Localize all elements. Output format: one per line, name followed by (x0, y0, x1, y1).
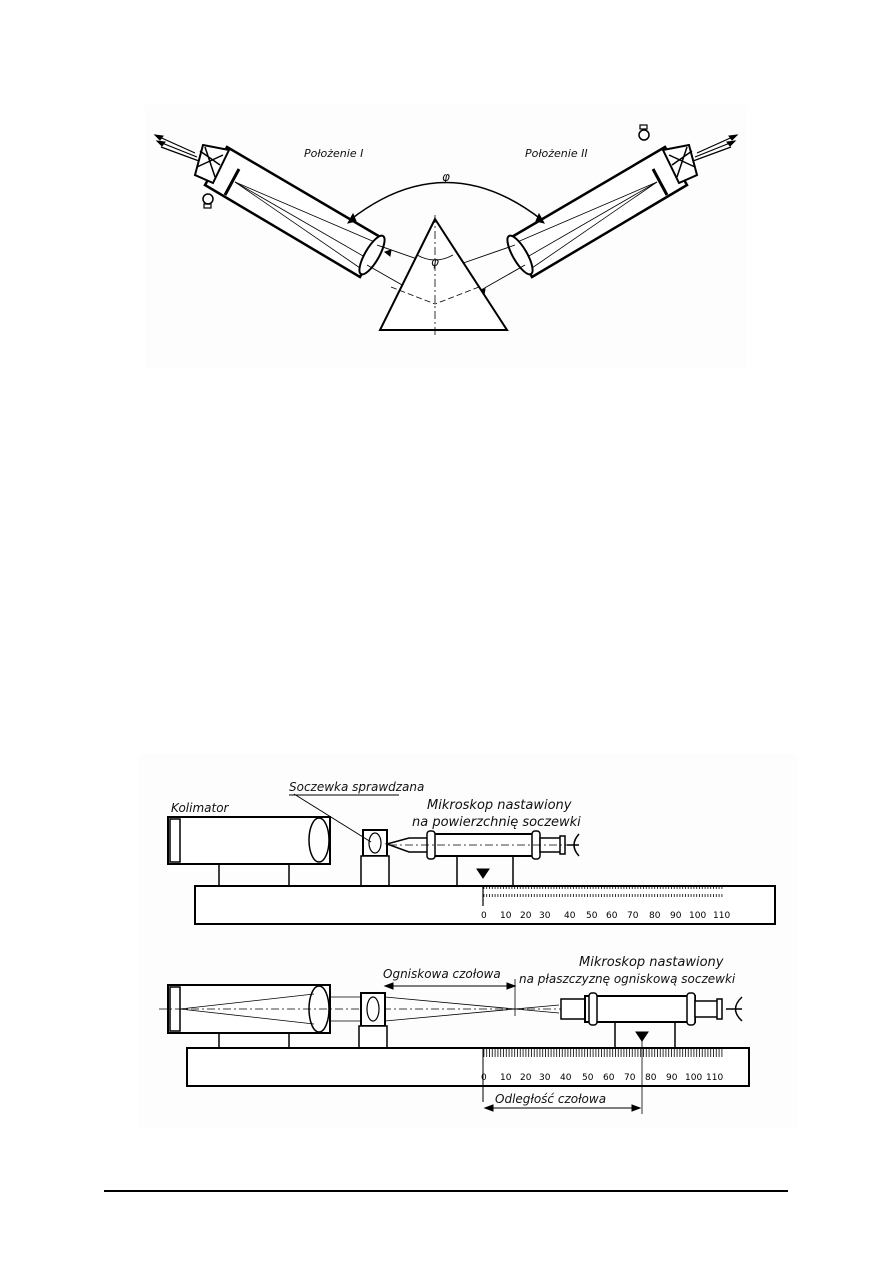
svg-text:10: 10 (500, 1073, 512, 1083)
label-position-2: Położenie II (525, 147, 588, 160)
svg-text:20: 20 (520, 911, 532, 921)
label-front-distance: Odległość czołowa (495, 1092, 606, 1106)
svg-text:90: 90 (666, 1073, 678, 1083)
svg-text:80: 80 (645, 1073, 657, 1083)
label-microscope-2-line1: Mikroskop nastawiony (579, 955, 724, 970)
label-collimator: Kolimator (171, 801, 230, 815)
svg-text:30: 30 (539, 911, 551, 921)
focal-length-diagram: Kolimator Soczewka sprawdzana Mikroskop … (139, 754, 797, 1128)
svg-text:60: 60 (603, 1073, 615, 1083)
svg-text:90: 90 (670, 911, 682, 921)
svg-text:40: 40 (560, 1073, 572, 1083)
svg-text:110: 110 (706, 1073, 723, 1083)
label-prism-angle: φ (431, 255, 439, 269)
right-telescope (448, 124, 739, 299)
svg-text:30: 30 (539, 1073, 551, 1083)
svg-text:50: 50 (582, 1073, 594, 1083)
svg-text:40: 40 (564, 911, 576, 921)
svg-text:50: 50 (586, 911, 598, 921)
prism-angle-diagram: Położenie I Położenie II φ φ (145, 105, 747, 368)
svg-text:70: 70 (624, 1073, 636, 1083)
outer-angle-arc (349, 181, 543, 221)
lower-setup (159, 979, 750, 1114)
svg-text:0: 0 (481, 911, 487, 921)
svg-text:110: 110 (713, 911, 730, 921)
upper-setup (167, 793, 776, 925)
svg-text:80: 80 (649, 911, 661, 921)
scale-1-labels: 0 10 20 30 40 50 60 70 80 90 100 110 (481, 911, 730, 921)
label-position-1: Położenie I (304, 147, 363, 160)
svg-text:60: 60 (606, 911, 618, 921)
collimator (167, 816, 331, 865)
svg-text:0: 0 (481, 1073, 487, 1083)
label-front-focal: Ogniskowa czołowa (383, 967, 501, 981)
label-outer-angle: φ (442, 170, 450, 184)
prism (378, 215, 509, 335)
label-microscope-1-line1: Mikroskop nastawiony (427, 798, 572, 813)
left-telescope (153, 134, 444, 299)
footer-rule (104, 1190, 788, 1192)
svg-text:100: 100 (689, 911, 706, 921)
svg-text:100: 100 (685, 1073, 702, 1083)
label-tested-lens: Soczewka sprawdzana (289, 780, 424, 794)
scale-2-labels: 0 10 20 30 40 50 60 70 80 90 100 110 (481, 1073, 723, 1083)
svg-text:70: 70 (627, 911, 639, 921)
label-microscope-1-line2: na powierzchnię soczewki (412, 815, 581, 830)
svg-text:10: 10 (500, 911, 512, 921)
label-microscope-2-line2: na płaszczyznę ogniskową soczewki (519, 972, 736, 986)
svg-text:20: 20 (520, 1073, 532, 1083)
